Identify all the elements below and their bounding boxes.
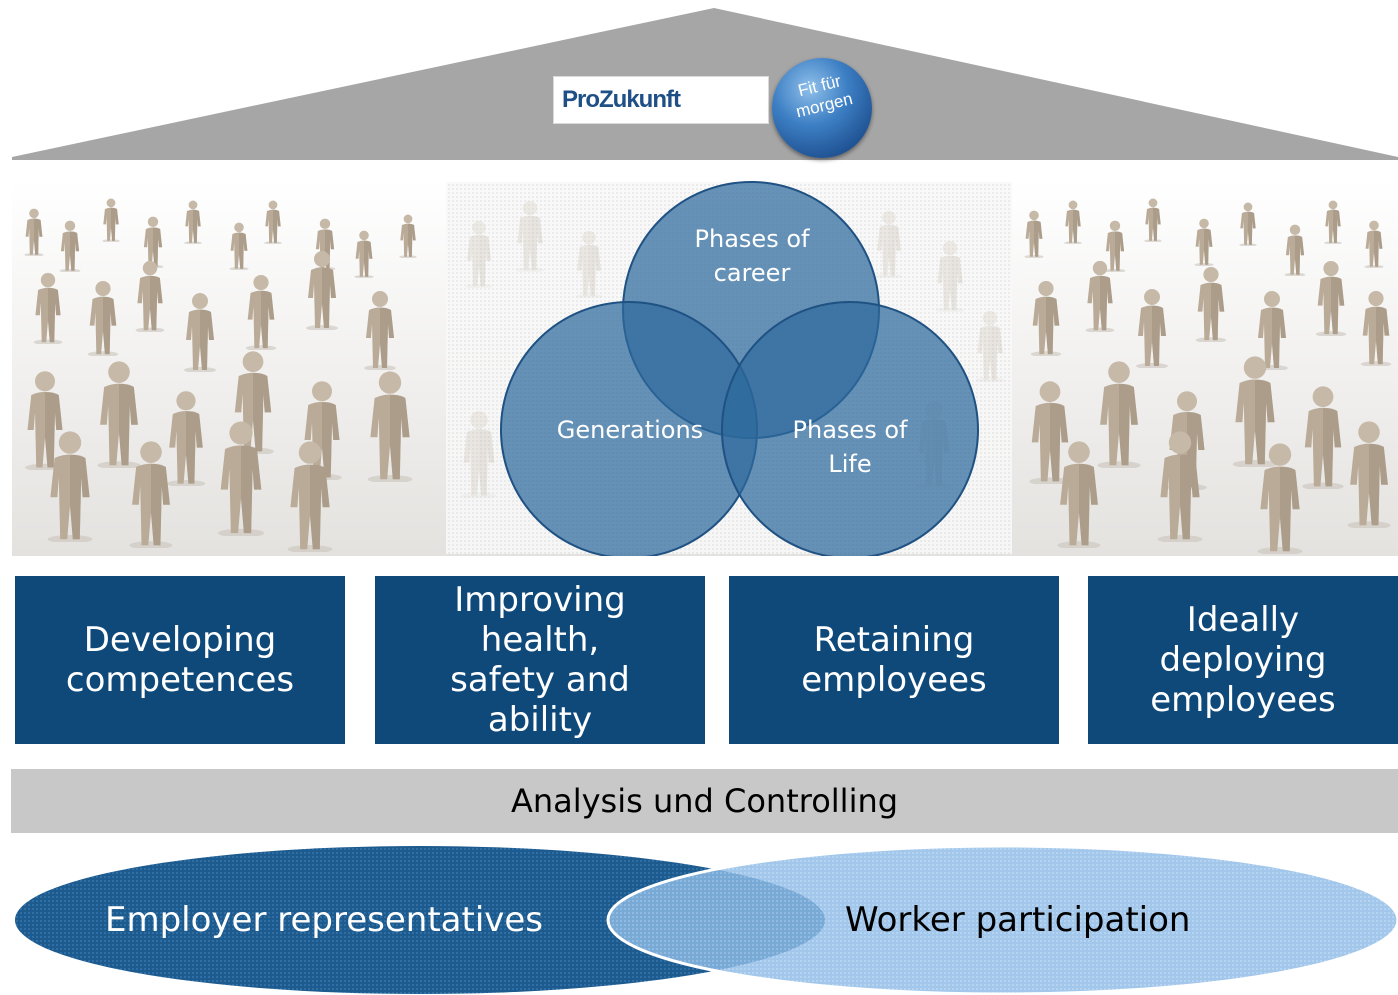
pillar-2-line-2: health, (480, 620, 600, 660)
worker-ellipse (606, 844, 1398, 995)
pillar-3-line-1: Retaining (813, 620, 975, 660)
pillar-1-line-1: Developing (83, 620, 277, 660)
venn-label-career: Phases of career (652, 222, 852, 290)
employer-label: Employer representatives (105, 900, 544, 940)
analysis-label: Analysis und Controlling (510, 782, 899, 820)
pillar-1-line-2: competences (65, 660, 295, 700)
pillar-improving-health: Improving health, safety and ability (375, 576, 705, 744)
pillar-deploying-employees: Ideally deploying employees (1088, 576, 1398, 744)
pillar-2-line-1: Improving (454, 580, 626, 620)
logo-box (553, 76, 769, 124)
badge-circle (772, 58, 872, 158)
employer-ellipse (15, 846, 825, 994)
pillar-retaining-employees: Retaining employees (729, 576, 1059, 744)
venn-life-line-2: Life (828, 450, 872, 478)
pillar-developing-competences: Developing competences (15, 576, 345, 744)
pillar-2-line-4: ability (487, 700, 593, 740)
venn-label-life: Phases of Life (750, 413, 950, 481)
pillar-4-line-1: Ideally (1186, 600, 1300, 640)
worker-label: Worker participation (845, 900, 1191, 940)
logo-brand: ProZukunft (562, 86, 681, 113)
analysis-bar: Analysis und Controlling (11, 769, 1398, 833)
venn-career-line-1: Phases of (694, 225, 810, 253)
pillar-3-line-2: employees (801, 660, 987, 700)
people-band (12, 180, 1398, 556)
pillar-2-line-3: safety and (450, 660, 630, 700)
venn-life-line-1: Phases of (792, 416, 908, 444)
venn-circle-life (721, 301, 979, 556)
pillar-4-line-3: employees (1150, 680, 1336, 720)
pillar-4-line-2: deploying (1159, 640, 1327, 680)
venn-diagram (500, 181, 979, 556)
venn-career-line-2: career (713, 259, 791, 287)
foundation (15, 844, 1398, 995)
venn-label-generations: Generations (556, 416, 704, 444)
